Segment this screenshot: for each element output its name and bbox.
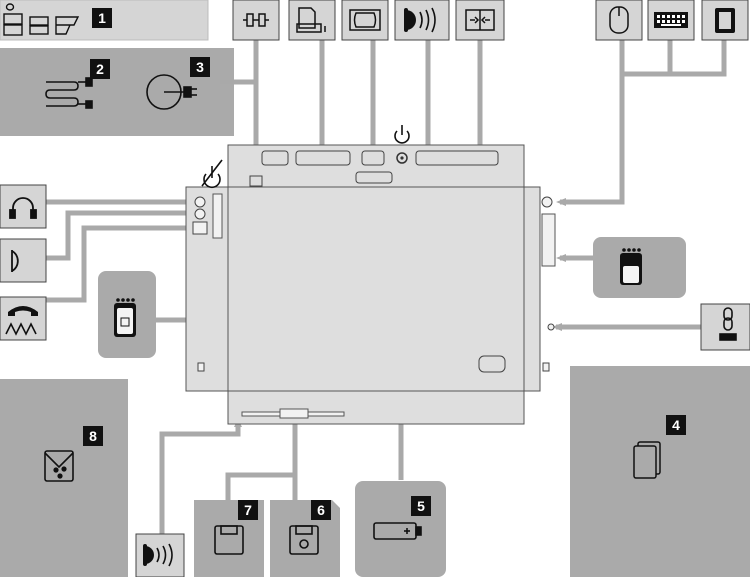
pc-card-modem-icon bbox=[114, 298, 136, 337]
numeric-keypad-icon bbox=[715, 8, 735, 33]
monitor-connector-tile bbox=[342, 0, 388, 40]
svg-text:7: 7 bbox=[244, 502, 252, 518]
modem-jack bbox=[193, 222, 207, 234]
ac-power-port bbox=[250, 176, 262, 186]
callout-7: 7 bbox=[238, 500, 258, 520]
serial-connector-tile bbox=[233, 0, 279, 40]
callout-2: 2 bbox=[90, 59, 110, 79]
printer-connector-tile bbox=[289, 0, 335, 40]
computer-front-panel bbox=[228, 391, 524, 424]
security-lock-tile bbox=[701, 304, 750, 350]
callout-6: 6 bbox=[311, 500, 331, 520]
pc-card-icon bbox=[620, 248, 642, 285]
keyboard-connector-tile bbox=[648, 0, 694, 40]
monitor-port bbox=[362, 151, 384, 165]
infrared-connector-tile bbox=[395, 0, 449, 40]
telephone-tile bbox=[0, 297, 46, 340]
parallel-port bbox=[296, 151, 350, 165]
callout-4: 4 bbox=[666, 415, 686, 435]
microphone-jack bbox=[195, 209, 205, 219]
svg-text:5: 5 bbox=[417, 498, 425, 514]
trackpoint-button bbox=[479, 356, 505, 372]
svg-text:1: 1 bbox=[98, 10, 106, 26]
scsi-connector-tile bbox=[456, 0, 504, 40]
serial-port bbox=[262, 151, 288, 165]
cable-input-down bbox=[560, 74, 622, 202]
callout-5: 5 bbox=[411, 496, 431, 516]
headphone-jack bbox=[195, 197, 205, 207]
power-switch-icon bbox=[202, 160, 222, 187]
infrared-port-rear bbox=[356, 172, 392, 183]
hard-disk-icon bbox=[634, 442, 660, 478]
svg-text:8: 8 bbox=[89, 428, 97, 444]
cable-diskette-b bbox=[228, 475, 295, 500]
pc-card-right-tile bbox=[593, 237, 686, 298]
panel-pc-card-modem bbox=[0, 379, 128, 577]
mouse-connector-tile bbox=[596, 0, 642, 40]
mouse-port bbox=[542, 197, 552, 207]
svg-text:3: 3 bbox=[196, 59, 204, 75]
computer-unit bbox=[186, 145, 555, 424]
svg-text:4: 4 bbox=[672, 417, 680, 433]
battery-tile bbox=[355, 481, 446, 577]
scsi-port bbox=[416, 151, 498, 165]
power-icon bbox=[395, 125, 409, 143]
cable-microphone bbox=[46, 213, 192, 258]
svg-text:2: 2 bbox=[96, 61, 104, 77]
right-pc-card-slot bbox=[542, 214, 555, 266]
pc-card-left-tile bbox=[98, 271, 156, 358]
svg-text:6: 6 bbox=[317, 502, 325, 518]
headphone-tile bbox=[0, 185, 46, 228]
security-slot bbox=[548, 324, 554, 330]
infrared-bottom-tile bbox=[136, 534, 184, 577]
keypad-connector-tile bbox=[702, 0, 748, 40]
callout-8: 8 bbox=[83, 426, 103, 446]
microphone-tile bbox=[0, 239, 46, 282]
left-pc-card-slot bbox=[213, 194, 222, 238]
cable-mouse bbox=[622, 40, 724, 74]
callout-1: 1 bbox=[92, 8, 112, 28]
callout-3: 3 bbox=[190, 57, 210, 77]
keyboard-icon bbox=[654, 12, 688, 28]
